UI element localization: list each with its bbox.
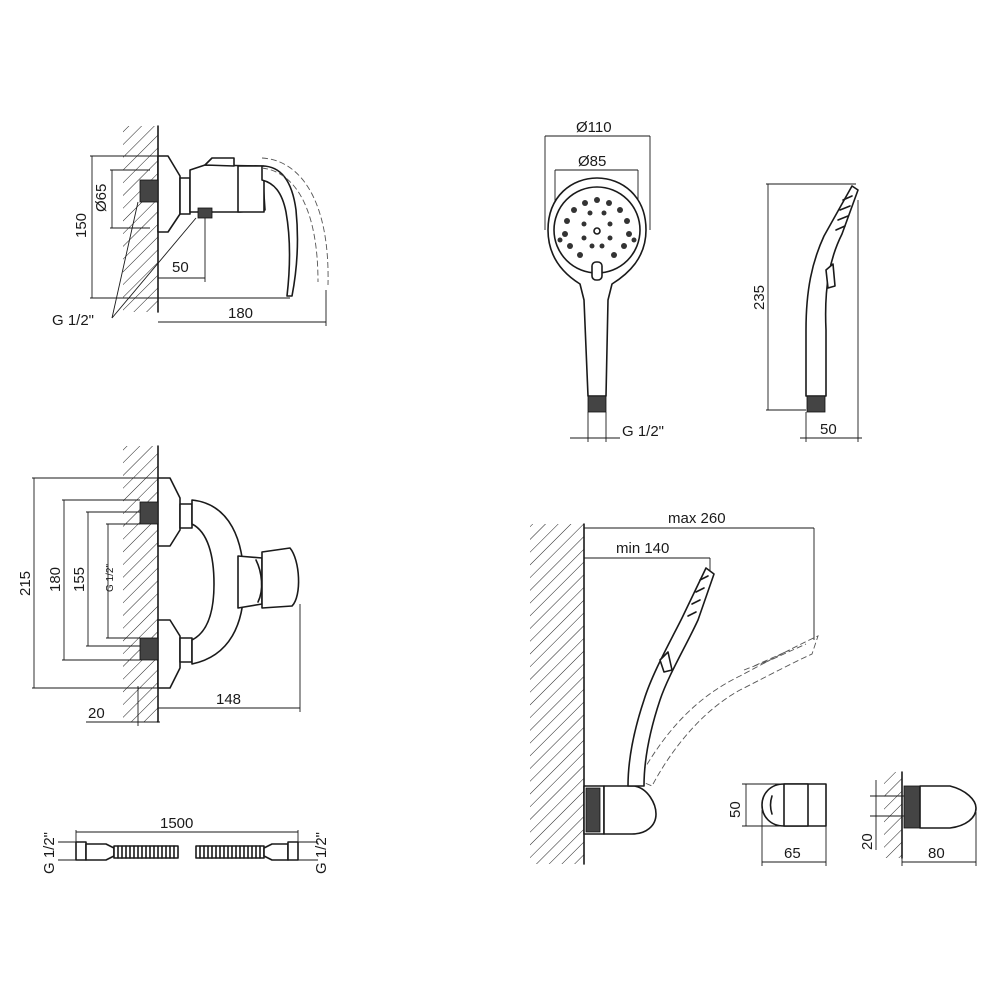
mixer-front-inner-label: 155 [71, 567, 88, 592]
mixer-side-diameter-label: Ø65 [93, 184, 110, 212]
holder-front-width-label: 65 [784, 845, 801, 862]
mixer-side-view: 150 Ø65 50 180 G 1/2" [52, 125, 329, 329]
wall-hatch [884, 772, 902, 858]
head-side-length-label: 235 [751, 285, 768, 310]
holder-max-reach-label: max 260 [668, 510, 726, 527]
shower-head-side-view: 235 50 [751, 183, 862, 442]
hose-view: 1500 G 1/2" G 1/2" [41, 815, 330, 874]
wall-hatch [123, 446, 158, 722]
holder-front-view: 50 65 [727, 783, 827, 866]
mixer-side-length-label: 180 [228, 305, 253, 322]
mixer-front-wall-label: 20 [88, 705, 105, 722]
mixer-front-total-label: 215 [17, 571, 34, 596]
holder-side-offset-label: 20 [859, 833, 876, 850]
hose-body-right [195, 845, 265, 859]
mixer-front-thread-label: G 1/2" [105, 564, 116, 592]
head-side-width-label: 50 [820, 421, 837, 438]
head-outer-diameter-label: Ø110 [576, 119, 612, 136]
holder-front-height-label: 50 [727, 801, 744, 818]
holder-side-depth-label: 80 [928, 845, 945, 862]
mixer-side-offset-label: 50 [172, 259, 189, 276]
selector-tab [591, 261, 603, 281]
holder-min-reach-label: min 140 [616, 540, 669, 557]
head-thread-label: G 1/2" [622, 423, 664, 440]
shower-head-front-view: Ø110 Ø85 G 1/2" [544, 119, 664, 442]
hose-length-label: 1500 [160, 815, 193, 832]
mixer-front-mid-label: 180 [47, 567, 64, 592]
hose-body-left [113, 845, 179, 859]
mixer-side-height-label: 150 [73, 213, 90, 238]
wall-hatch [123, 126, 158, 312]
spray-nozzles [557, 197, 637, 258]
mixer-side-thread-label: G 1/2" [52, 312, 94, 329]
hose-left-thread-label: G 1/2" [41, 832, 58, 874]
holder-side-view: 20 80 [859, 771, 977, 866]
hose-right-thread-label: G 1/2" [313, 832, 330, 874]
mixer-front-view: 215 180 155 G 1/2" 20 148 [17, 445, 301, 726]
holder-setup-view: max 260 min 140 [530, 510, 819, 865]
head-inner-diameter-label: Ø85 [578, 153, 606, 170]
mixer-front-depth-label: 148 [216, 691, 241, 708]
wall-hatch [530, 524, 584, 864]
